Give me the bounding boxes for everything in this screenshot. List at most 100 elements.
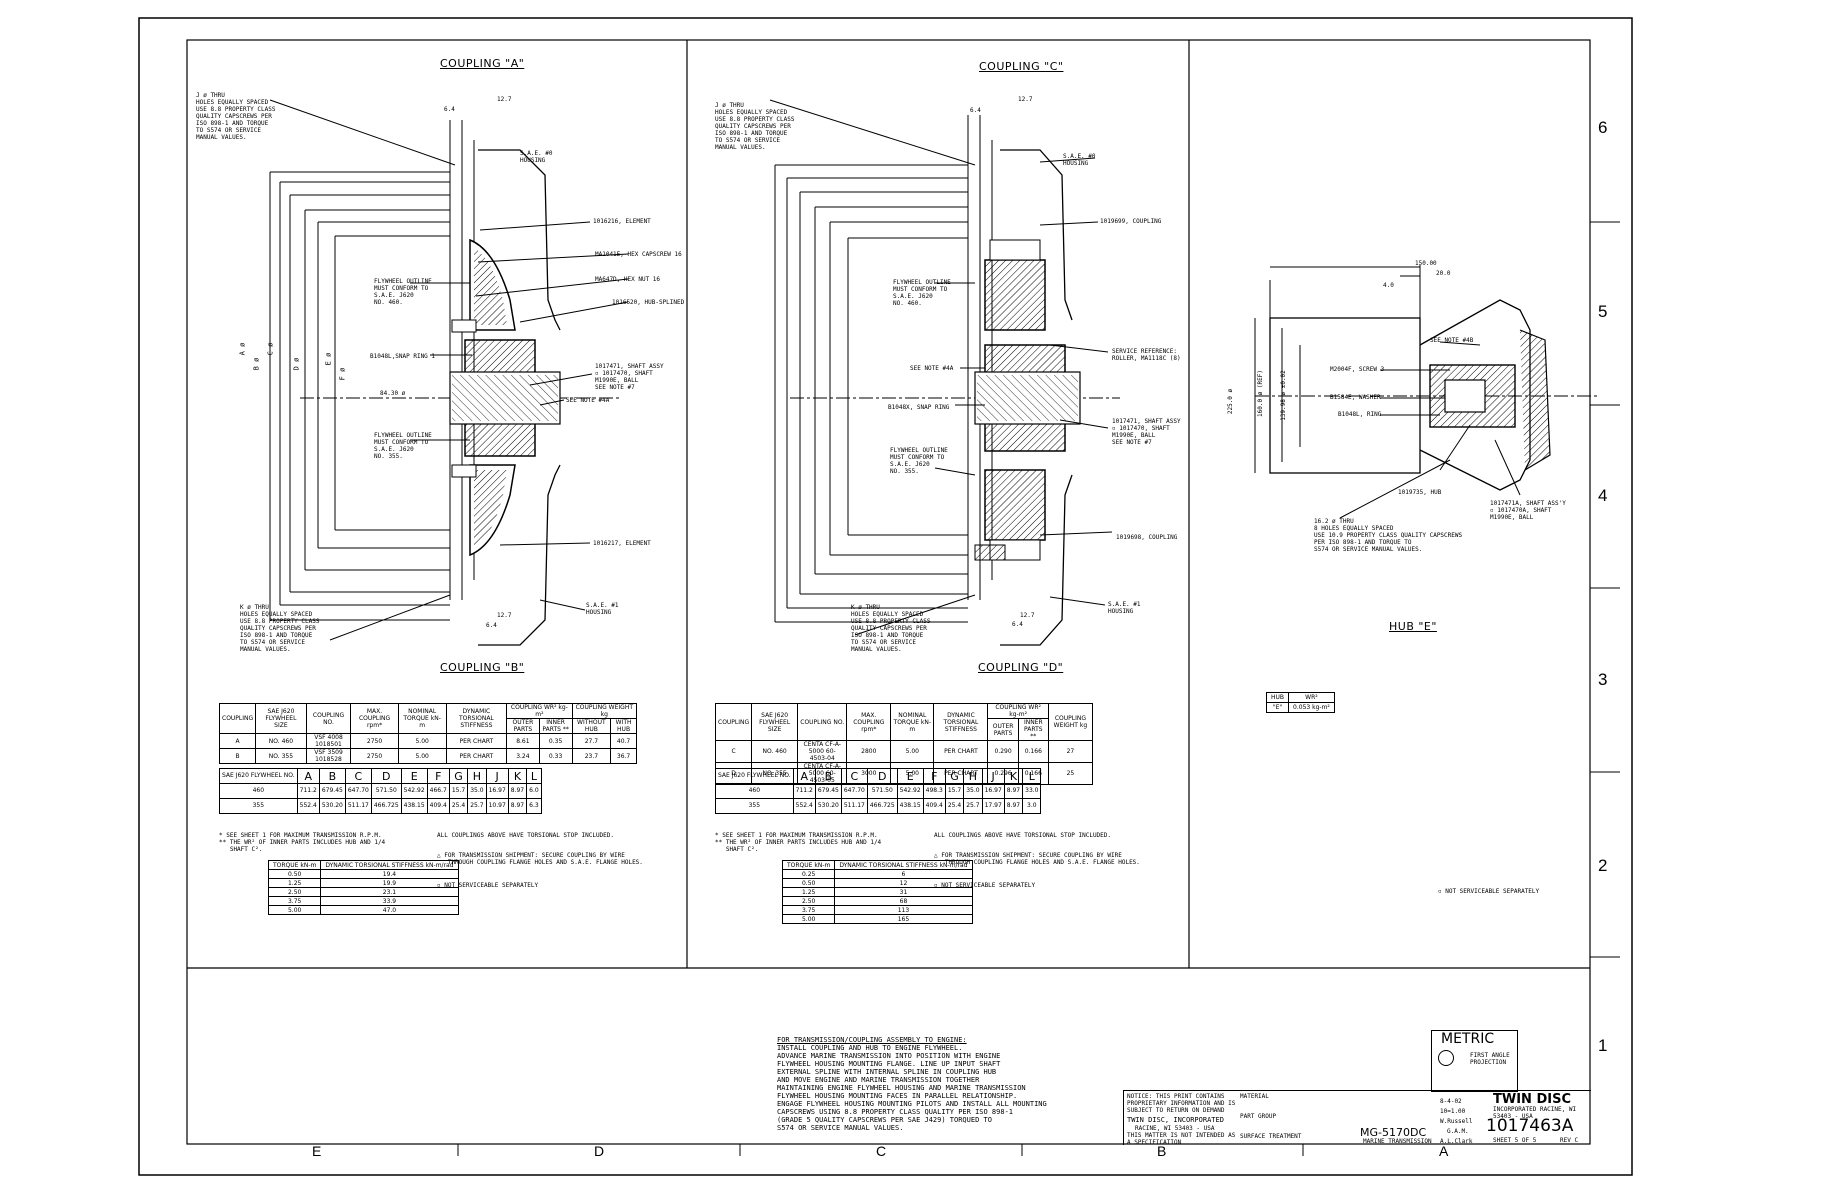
zone-a: A [1439, 1143, 1449, 1159]
assembly-note-title: FOR TRANSMISSION/COUPLING ASSEMBLY TO EN… [777, 1036, 967, 1044]
coupling-c-note4a: SEE NOTE #4A [910, 365, 954, 372]
ab-torsional: ALL COUPLINGS ABOVE HAVE TORSIONAL STOP … [437, 832, 615, 839]
coupling-ab-section [269, 99, 629, 646]
coupling-a-note-j: J ø THRU HOLES EQUALLY SPACED USE 8.8 PR… [196, 92, 276, 141]
coupling-a-note-k: K ø THRU HOLES EQUALLY SPACED USE 8.8 PR… [240, 604, 320, 653]
coupling-c-snap: B1048X, SNAP RING [888, 404, 950, 411]
limits: THIS MATTER IS NOT INTENDED AS A SPECIFI… [1127, 1132, 1236, 1146]
checked-by: G.A.M. [1447, 1128, 1469, 1135]
coupling-a-dim2: 6.4 [444, 106, 455, 113]
cd-torsional: ALL COUPLINGS ABOVE HAVE TORSIONAL STOP … [934, 832, 1112, 839]
sheet: SHEET 5 OF 5 [1493, 1137, 1537, 1144]
coupling-cd-section [769, 99, 1120, 646]
drawing-number: 1017463A [1486, 1116, 1574, 1136]
date: 8-4-02 [1440, 1098, 1462, 1105]
coupling-cd-table: COUPLING SAE J620 FLYWHEEL SIZE COUPLING… [714, 703, 1094, 785]
metric-box [1431, 1030, 1518, 1092]
hub-e-section [1254, 265, 1600, 519]
coupling-a-capscrew: MA1041E, HEX CAPSCREW 16 [595, 251, 682, 258]
coupling-a-shaft: 1017471, SHAFT ASSY ▫ 1017470, SHAFT M19… [595, 363, 664, 391]
coupling-b-title: COUPLING "B" [440, 661, 525, 674]
inner-frame [186, 39, 1591, 1145]
coupling-a-snap: B1048L,SNAP RING 1 [370, 353, 436, 360]
approved-by: A.L.Clark [1440, 1138, 1473, 1145]
zone-6: 6 [1598, 118, 1608, 137]
coupling-a-letter-b: B ø [252, 357, 261, 371]
hub-e-hub: 1019735, HUB [1398, 489, 1442, 496]
title-block [1123, 1090, 1591, 1145]
cd-footnote: * SEE SHEET 1 FOR MAXIMUM TRANSMISSION R… [715, 832, 882, 853]
zone-1: 1 [1598, 1036, 1608, 1055]
hub-e-dim150: 150.00 [1415, 260, 1437, 267]
coupling-a-letter-d: D ø [292, 357, 301, 371]
coupling-c-title: COUPLING "C" [979, 60, 1064, 73]
coupling-a-letter-c: C ø [266, 342, 275, 356]
zone-d: D [594, 1143, 605, 1159]
coupling-ab-table: COUPLING SAE J620 FLYWHEEL SIZE COUPLING… [218, 703, 638, 764]
coupling-c-flywheel-355: FLYWHEEL OUTLINE MUST CONFORM TO S.A.E. … [890, 447, 948, 475]
hub-e-dia225: 225.0 ø [1227, 388, 1235, 415]
zone-3: 3 [1598, 670, 1608, 689]
rev: REV C [1560, 1137, 1579, 1144]
hub-e-not-serviceable: ▫ NOT SERVICEABLE SEPARATELY [1438, 888, 1540, 895]
coupling-a-dim1: 12.7 [497, 96, 512, 103]
company: TWIN DISC, INCORPORATED [1127, 1116, 1224, 1124]
metric-label: METRIC [1441, 1031, 1495, 1047]
coupling-a-letter-a: A ø [238, 342, 247, 356]
coupling-a-title: COUPLING "A" [440, 57, 525, 70]
coupling-a-flywheel-460: FLYWHEEL OUTLINE MUST CONFORM TO S.A.E. … [374, 278, 432, 306]
coupling-c-sae1: S.A.E. #1 HOUSING [1108, 601, 1141, 615]
hub-e-screw: M2004F, SCREW 3 [1330, 366, 1385, 373]
coupling-c-note-j: J ø THRU HOLES EQUALLY SPACED USE 8.8 PR… [715, 102, 795, 151]
coupling-a-letter-e: E ø [324, 352, 333, 366]
hub-e-shaft: 1017471A, SHAFT ASS'Y ▫ 1017470A, SHAFT … [1490, 500, 1566, 521]
hub-e-dia160: 160.0 ø (REF) [1256, 370, 1264, 417]
coupling-a-sae0: S.A.E. #0 HOUSING [520, 150, 553, 164]
hub-e-washer: B1584E, WASHER [1330, 394, 1381, 401]
material-label: MATERIAL [1240, 1093, 1269, 1100]
projection-label: FIRST ANGLE PROJECTION [1470, 1052, 1510, 1066]
hub-e-ring: B1048L, RING [1338, 411, 1382, 418]
coupling-c-note-k: K ø THRU HOLES EQUALLY SPACED USE 8.8 PR… [851, 604, 931, 653]
zone-e: E [312, 1143, 322, 1159]
ab-shipment: △ FOR TRANSMISSION SHIPMENT: SECURE COUP… [437, 852, 643, 866]
hub-e-note4b: SEE NOTE #4B [1430, 337, 1474, 344]
model: MG-5170DC [1360, 1126, 1427, 1139]
coupling-c-flywheel-460: FLYWHEEL OUTLINE MUST CONFORM TO S.A.E. … [893, 279, 951, 307]
coupling-c-service-ref: SERVICE REFERENCE: ROLLER, MA1118C (8) [1112, 348, 1181, 362]
coupling-a-dim3: 12.7 [497, 612, 512, 619]
model-desc: MARINE TRANSMISSION [1363, 1138, 1432, 1145]
coupling-a-element1: 1016216, ELEMENT [593, 218, 651, 225]
coupling-a-flywheel-355: FLYWHEEL OUTLINE MUST CONFORM TO S.A.E. … [374, 432, 432, 460]
hub-e-title: HUB "E" [1389, 620, 1437, 633]
twin-disc-logo-sub: INCORPORATED RACINE, WI 53403 - USA [1493, 1106, 1577, 1120]
coupling-a-note4a: SEE NOTE #4A [566, 397, 610, 404]
coupling-a-dia: 84.30 ø [380, 390, 406, 397]
bottom-zone-ticks [457, 1144, 1304, 1156]
projection-icon [1438, 1050, 1454, 1066]
twin-disc-logo: TWIN DISC [1493, 1092, 1571, 1107]
coupling-a-hub: 1016520, HUB-SPLINED [612, 299, 685, 306]
zone-c: C [876, 1143, 887, 1159]
